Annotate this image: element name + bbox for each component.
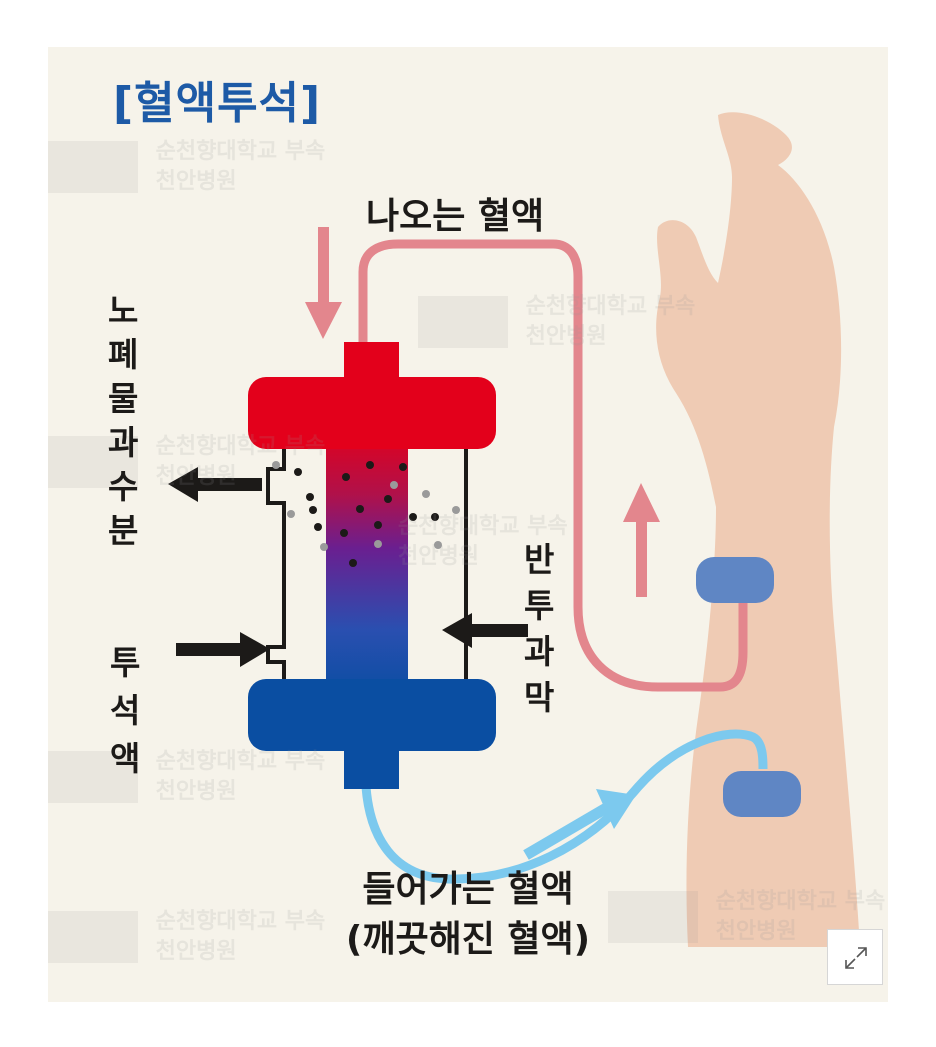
inflow-arrow xyxy=(523,789,636,860)
outflow-arrow xyxy=(305,227,342,339)
watermark-line1: 순천향대학교 부속 xyxy=(525,294,696,319)
arm xyxy=(656,112,860,947)
watermark-logo xyxy=(608,891,698,943)
watermark-line2: 천안병원 xyxy=(398,544,479,569)
watermark: 순천향대학교 부속 천안병원 xyxy=(48,907,325,967)
membrane-pointer-arrow xyxy=(442,613,528,648)
filter-bottom-cap xyxy=(248,679,496,751)
dialysate-in-arrow xyxy=(176,632,270,667)
return-arrow xyxy=(623,483,660,597)
waste-water-label: 노폐물과수분 xyxy=(108,291,139,550)
filter-top-cap xyxy=(248,377,496,449)
watermark-line1: 순천향대학교 부속 xyxy=(715,889,886,914)
watermark-logo xyxy=(48,141,138,193)
watermark-line2: 천안병원 xyxy=(525,324,607,349)
incoming-blood-label: 들어가는 혈액 (깨끗해진 혈액) xyxy=(48,865,888,965)
waste-particles xyxy=(272,461,460,567)
incoming-blood-line2: (깨끗해진 혈액) xyxy=(345,919,591,960)
watermark-line2: 천안병원 xyxy=(155,169,237,194)
watermark-line2: 천안병원 xyxy=(155,464,237,489)
incoming-blood-line1: 들어가는 혈액 xyxy=(362,869,574,910)
expand-image-button[interactable] xyxy=(827,929,883,985)
filter-core xyxy=(326,427,408,697)
outflow-tube xyxy=(358,239,748,692)
watermark-logo xyxy=(418,296,508,348)
arm-connector-inflow xyxy=(723,771,801,817)
filter-top-nozzle xyxy=(344,342,399,384)
watermark-line2: 천안병원 xyxy=(155,939,237,964)
watermark-logo xyxy=(48,436,138,488)
watermark-line1: 순천향대학교 부속 xyxy=(155,139,326,164)
waste-out-arrow xyxy=(168,467,262,502)
watermark-logo xyxy=(48,751,138,803)
filter-bottom-nozzle xyxy=(344,747,399,789)
watermark-logo xyxy=(48,911,138,963)
watermark: 순천향대학교 부속 천안병원 xyxy=(48,432,325,492)
watermark-line2: 천안병원 xyxy=(715,919,797,944)
dialysate-label: 투석액 xyxy=(110,643,141,778)
inflow-tube xyxy=(361,729,768,884)
outgoing-blood-label: 나오는 혈액 xyxy=(366,196,545,237)
watermark-line1: 순천향대학교 부속 xyxy=(398,514,568,539)
watermark-line2: 천안병원 xyxy=(155,779,237,804)
watermark: 순천향대학교 부속 천안병원 xyxy=(48,747,325,807)
expand-icon xyxy=(845,947,867,969)
arm-connector-outflow xyxy=(696,557,774,603)
watermark-line1: 순천향대학교 부속 xyxy=(155,749,326,774)
diagram-title: [혈액투석] xyxy=(113,78,322,129)
hemodialysis-diagram xyxy=(168,112,860,947)
watermark: 순천향대학교 부속 천안병원 xyxy=(608,887,885,947)
watermark: 순천향대학교 부속 천안병원 xyxy=(48,137,325,197)
watermark-line1: 순천향대학교 부속 xyxy=(155,909,326,934)
watermark-line1: 순천향대학교 부속 xyxy=(155,434,326,459)
diagram-panel: 순천향대학교 부속 천안병원 순천향대학교 부속 천안병원 순천향대학교 부속 … xyxy=(48,47,888,1002)
membrane-label: 반투과막 xyxy=(524,540,555,717)
watermark: 순천향대학교 부속 천안병원 xyxy=(418,292,695,352)
watermark: 순천향대학교 부속 천안병원 xyxy=(398,512,568,572)
